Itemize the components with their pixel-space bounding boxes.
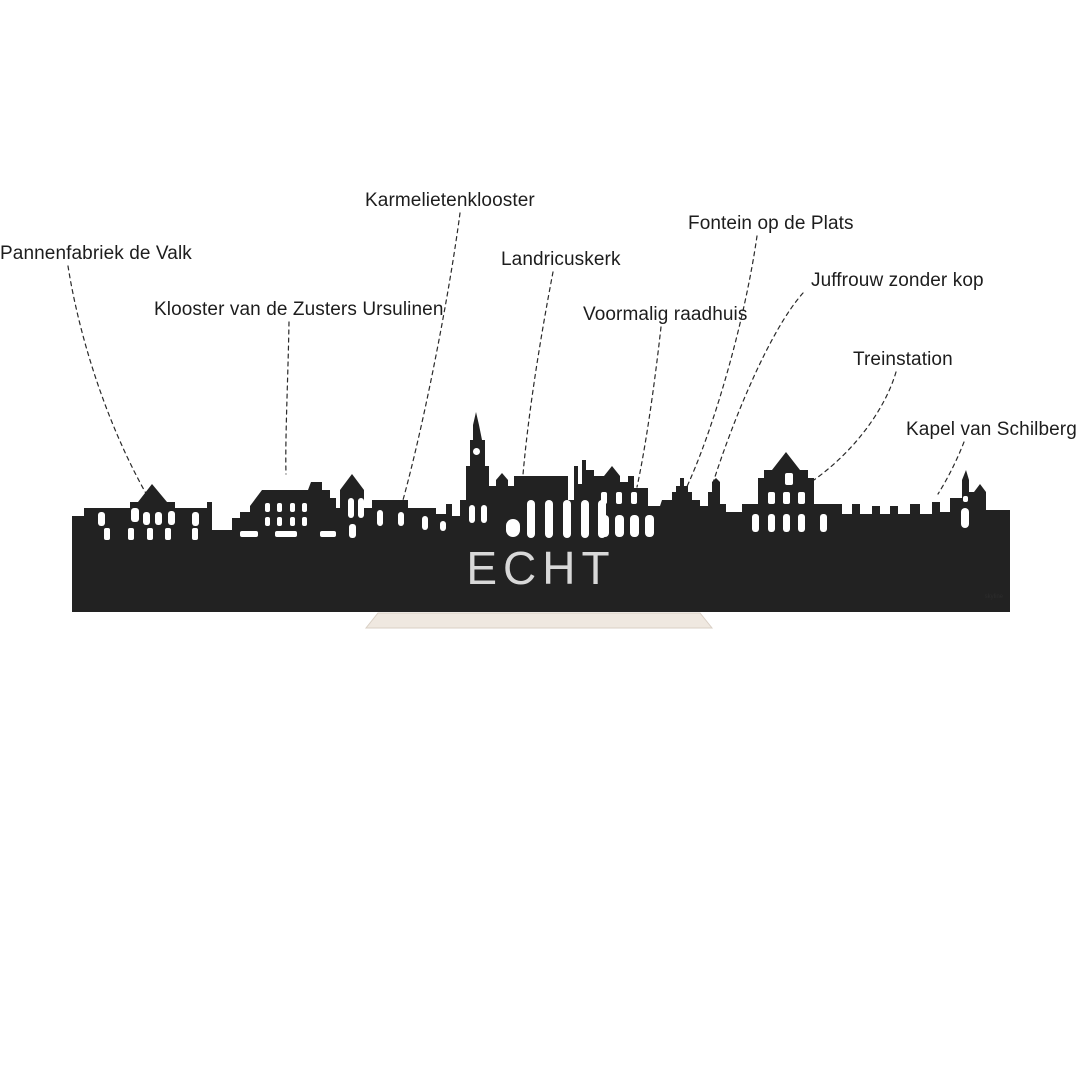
window-cutout (128, 528, 134, 540)
window-cutout (277, 503, 282, 512)
window-cutout (265, 517, 270, 526)
window-cutout (473, 448, 480, 455)
window-cutout (785, 473, 793, 485)
window-cutout (265, 503, 270, 512)
window-cutout (275, 531, 297, 537)
landmark-label-klooster-van-de-zusters-ursulinen: Klooster van de Zusters Ursulinen (154, 299, 444, 320)
leader-pannenfabriek-de-valk (67, 265, 149, 498)
leader-klooster-van-de-zusters-ursulinen (285, 321, 290, 475)
landmark-label-voormalig-raadhuis: Voormalig raadhuis (583, 304, 748, 325)
window-cutout (645, 515, 654, 537)
window-cutout (240, 531, 258, 537)
window-cutout (348, 498, 354, 518)
city-name-text: ECHT (466, 542, 615, 594)
base-stand (364, 612, 714, 629)
window-cutout (752, 514, 759, 532)
window-cutout (798, 514, 805, 532)
window-cutout (349, 524, 356, 538)
window-cutout (768, 514, 775, 532)
window-cutout (131, 508, 139, 522)
window-cutout (302, 517, 307, 526)
leader-voormalig-raadhuis (636, 326, 662, 488)
window-cutout (192, 512, 199, 526)
landmark-label-pannenfabriek-de-valk: Pannenfabriek de Valk (0, 243, 192, 264)
leader-landricuskerk (521, 271, 554, 488)
window-cutout (98, 512, 105, 526)
window-cutout (165, 528, 171, 540)
window-cutout (155, 512, 162, 525)
window-cutout (377, 510, 383, 526)
window-cutout (798, 492, 805, 504)
window-cutout (147, 528, 153, 540)
window-cutout (631, 492, 637, 504)
window-cutout (527, 500, 535, 538)
window-cutout (422, 516, 428, 530)
window-cutout (615, 515, 624, 537)
window-cutout (143, 512, 150, 525)
window-cutout (481, 505, 487, 523)
window-cutout (277, 517, 282, 526)
window-cutout (506, 519, 520, 537)
window-cutout (358, 498, 364, 518)
window-cutout (616, 492, 622, 504)
window-cutout (192, 528, 198, 540)
landmark-label-juffrouw-zonder-kop: Juffrouw zonder kop (811, 270, 984, 291)
skyline-panel (72, 412, 1010, 612)
window-cutout (104, 528, 110, 540)
window-cutout (630, 515, 639, 537)
window-cutout (545, 500, 553, 538)
window-cutout (469, 505, 475, 523)
window-cutout (563, 500, 571, 538)
panel-block (72, 540, 1010, 612)
landmark-label-karmelietenklooster: Karmelietenklooster (365, 190, 535, 211)
landmark-label-fontein-op-de-plats: Fontein op de Plats (688, 213, 854, 234)
watermark-text: skyline (985, 594, 1004, 600)
window-cutout-group (98, 448, 969, 540)
window-cutout (768, 492, 775, 504)
window-cutout (783, 492, 790, 504)
window-cutout (961, 508, 969, 528)
window-cutout (783, 514, 790, 532)
window-cutout (302, 503, 307, 512)
leader-juffrouw-zonder-kop (712, 292, 804, 484)
window-cutout (168, 511, 175, 525)
landmark-label-treinstation: Treinstation (853, 349, 953, 370)
window-cutout (290, 517, 295, 526)
window-cutout (440, 521, 446, 531)
leader-kapel-van-schilberg (937, 441, 965, 495)
city-silhouette (72, 412, 1010, 540)
landmark-label-kapel-van-schilberg: Kapel van Schilberg (906, 419, 1077, 440)
leader-karmelietenklooster (402, 212, 461, 501)
window-cutout (600, 515, 609, 537)
leader-treinstation (807, 371, 897, 485)
window-cutout (601, 492, 607, 504)
leader-fontein-op-de-plats (683, 235, 758, 494)
window-cutout (290, 503, 295, 512)
window-cutout (398, 512, 404, 526)
window-cutout (820, 514, 827, 532)
landmark-label-landricuskerk: Landricuskerk (501, 249, 621, 270)
window-cutout (320, 531, 336, 537)
window-cutout (581, 500, 589, 538)
window-cutout (963, 496, 968, 502)
leader-line-group (67, 212, 965, 501)
